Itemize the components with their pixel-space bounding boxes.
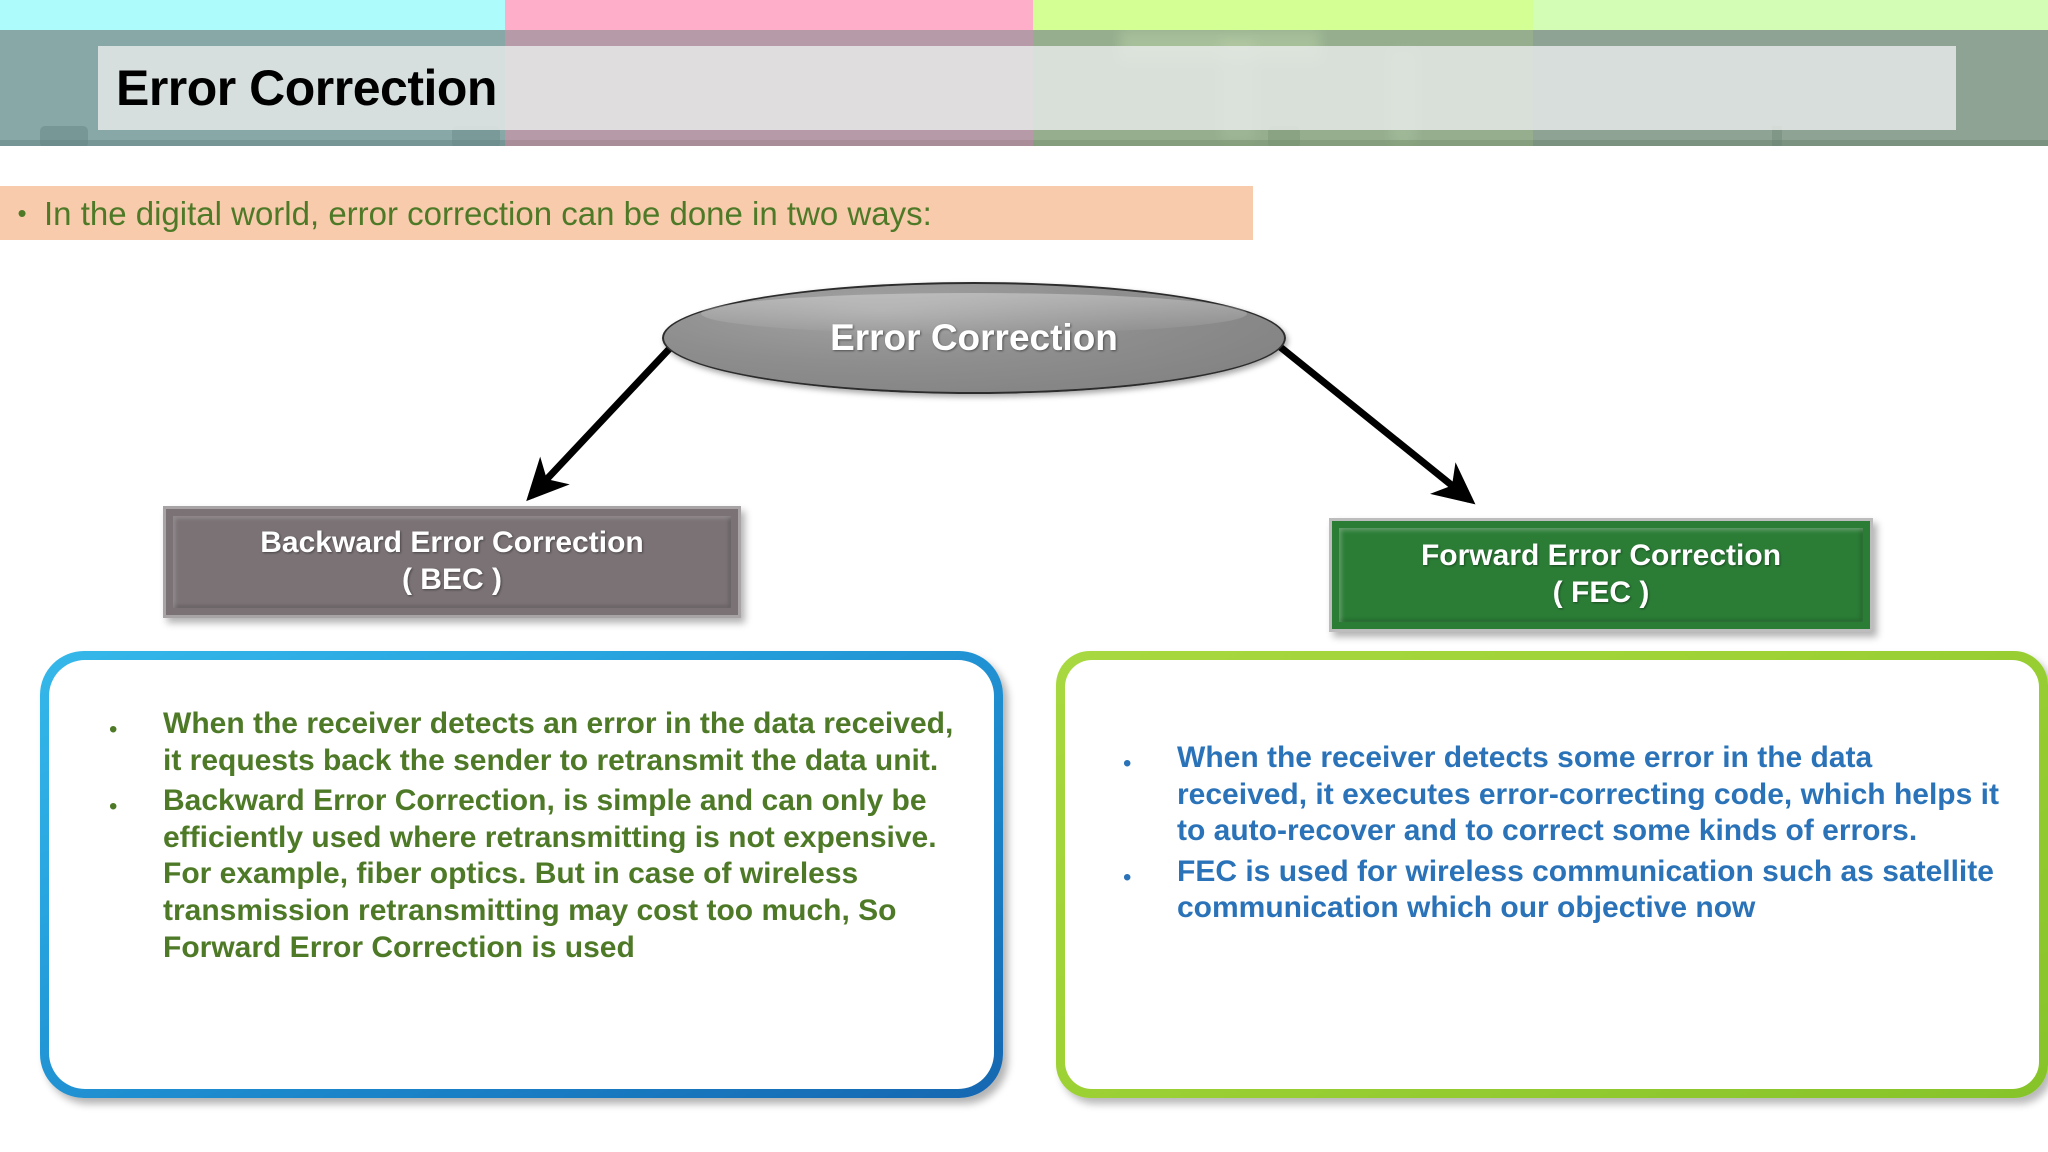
bec-details-card-body: • When the receiver detects an error in … [49, 660, 994, 1089]
lead-bullet-row: • In the digital world, error correction… [0, 186, 1253, 240]
bec-bullet-text-1: When the receiver detects an error in th… [163, 707, 954, 777]
diagram-node-fec-line2: ( FEC ) [1552, 576, 1650, 609]
diagram-node-bec-line1: Backward Error Correction [260, 526, 644, 560]
diagram-root-label: Error Correction [830, 317, 1118, 358]
fec-details-card: • When the receiver detects some error i… [1056, 651, 2048, 1098]
list-item: • When the receiver detects an error in … [97, 706, 954, 779]
lead-bullet-text: In the digital world, error correction c… [44, 194, 932, 232]
bullet-dot-icon: • [1123, 750, 1132, 777]
header-photo-artifact [40, 126, 88, 146]
title-plate: Error Correction [98, 46, 1956, 130]
ribbon-segment-cyan [0, 0, 505, 30]
list-item: • FEC is used for wireless communication… [1111, 854, 2009, 927]
header-photo-artifact [1772, 126, 1782, 146]
ribbon-segment-pink [505, 0, 1033, 30]
list-item: • When the receiver detects some error i… [1111, 740, 2009, 850]
fec-bullet-list: • When the receiver detects some error i… [1111, 740, 2009, 927]
diagram-node-bec-inner: Backward Error Correction ( BEC ) [173, 516, 731, 608]
header-bottom-edge [0, 140, 2048, 146]
bec-bullet-text-2: Backward Error Correction, is simple and… [163, 784, 937, 964]
bullet-dot-icon: • [109, 793, 118, 821]
bec-bullet-list: • When the receiver detects an error in … [97, 706, 954, 966]
bullet-dot-icon: • [17, 198, 27, 228]
ribbon-segment-yellowgreen [1033, 0, 1533, 30]
color-ribbon [0, 0, 2048, 30]
arrow-to-bec [526, 343, 675, 502]
fec-bullet-text-1: When the receiver detects some error in … [1177, 741, 1999, 848]
page-title: Error Correction [116, 60, 497, 116]
list-item: • Backward Error Correction, is simple a… [97, 783, 954, 966]
bec-details-card: • When the receiver detects an error in … [40, 651, 1003, 1098]
diagram-node-fec-inner: Forward Error Correction ( FEC ) [1339, 528, 1863, 622]
lead-highlight-bar [0, 186, 1253, 240]
diagram-root-node[interactable]: Error Correction [662, 282, 1286, 394]
header-photo-artifact [452, 126, 500, 146]
header-photo-artifact [1268, 126, 1300, 146]
diagram-node-fec-line1: Forward Error Correction [1420, 539, 1782, 573]
bullet-dot-icon: • [109, 716, 118, 743]
ribbon-segment-lightgreen [1533, 0, 2048, 30]
arrow-to-fec [1276, 343, 1476, 505]
diagram-node-bec[interactable]: Backward Error Correction ( BEC ) [163, 506, 741, 618]
fec-details-card-body: • When the receiver detects some error i… [1065, 660, 2039, 1089]
bullet-dot-icon: • [1123, 863, 1132, 891]
diagram-node-fec[interactable]: Forward Error Correction ( FEC ) [1329, 518, 1873, 632]
diagram-node-bec-line2: ( BEC ) [401, 563, 502, 596]
fec-bullet-text-2: FEC is used for wireless communication s… [1177, 854, 1994, 925]
